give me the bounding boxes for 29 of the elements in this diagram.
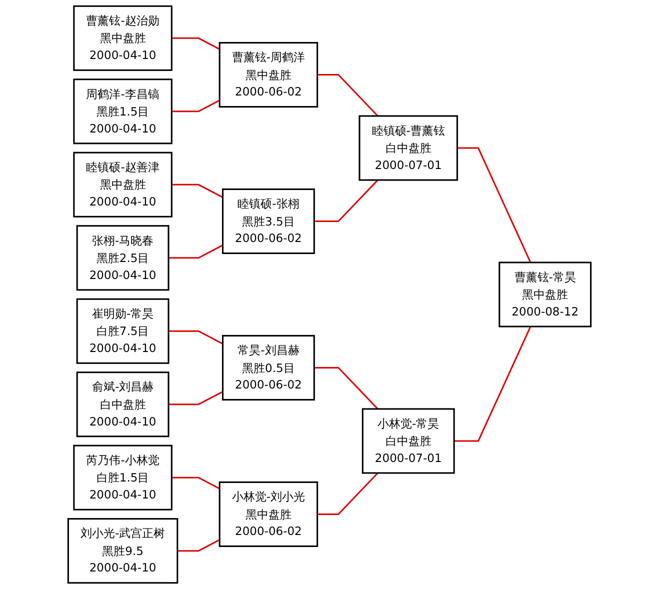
node-box: 曹薰铉-周鹤洋 黑中盘胜 2000-06-02 [218,42,318,108]
connector [177,539,220,552]
connector [172,476,220,490]
connector [172,37,220,50]
node-box: 芮乃伟-小林觉 白胜1.5目 2000-04-10 [73,444,172,510]
node-box: 周鹤洋-李昌镐 黑胜1.5目 2000-04-10 [73,78,172,144]
node-box: 曹薰铉-常昊 黑中盘胜 2000-08-12 [498,262,592,328]
node-box: 曹薰铉-赵治勋 黑中盘胜 2000-04-10 [73,5,172,71]
node-box: 睦镇硕-赵善津 黑中盘胜 2000-04-10 [73,152,172,218]
connector [172,184,224,198]
connector [168,244,224,259]
node-box: 刘小光-武宫正树 黑胜9.5 2000-04-10 [67,518,178,584]
connector [314,366,378,410]
connector [168,330,224,344]
node-box: 崔明勋-常昊 白胜7.5目 2000-04-10 [76,298,170,364]
node-box: 小林觉-刘小光 黑中盘胜 2000-06-02 [218,481,318,548]
node-box: 小林觉-常昊 白中盘胜 2000-07-01 [362,408,455,474]
node-box: 睦镇硕-张栩 黑胜3.5目 2000-06-02 [222,188,315,254]
node-box: 睦镇硕-曹薰铉 白中盘胜 2000-07-01 [358,115,458,181]
connector [317,472,378,515]
connector [172,100,220,112]
connector [457,147,532,263]
node-box: 俞斌-刘昌赫 白中盘胜 2000-04-10 [76,372,170,438]
connector [168,390,224,406]
node-box: 常昊-刘昌赫 黑胜0.5目 2000-06-02 [222,334,315,401]
connector [317,74,378,117]
connector [454,326,532,442]
connector [314,180,378,222]
node-box: 张栩-马晓春 黑胜2.5目 2000-04-10 [76,225,170,291]
